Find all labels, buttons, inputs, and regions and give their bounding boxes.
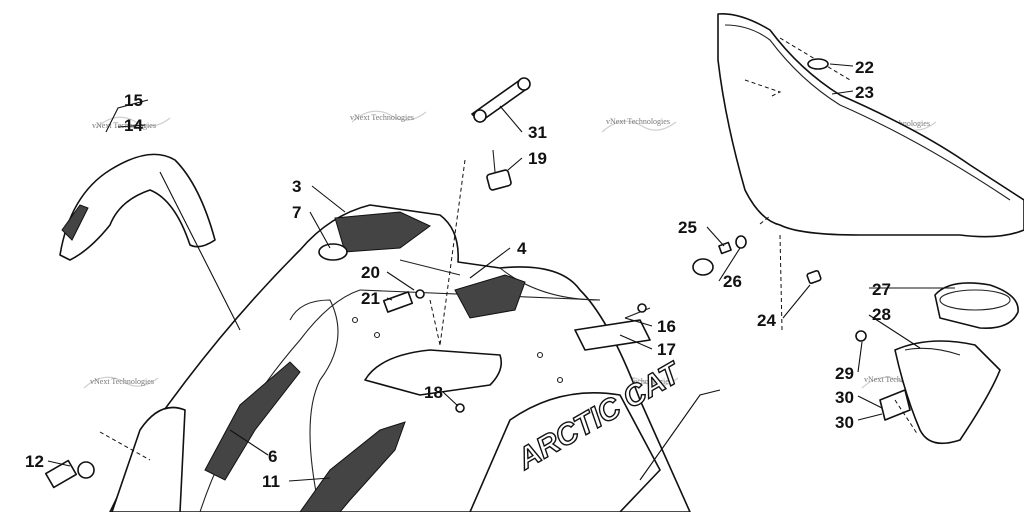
hood-decal-panel xyxy=(469,392,661,512)
callout-31: 31 xyxy=(528,123,547,142)
callout-19: 17 xyxy=(657,340,676,359)
part-24-25-hardware xyxy=(692,235,747,276)
watermark: vNext Technologies xyxy=(92,116,171,130)
callout-28: 29 xyxy=(835,364,854,383)
part-19-trim xyxy=(574,319,651,351)
part-15-bracket xyxy=(382,291,414,313)
callout-26: 27 xyxy=(872,280,891,299)
hood-assembly: ARCTIC CAT xyxy=(109,204,691,512)
lower-center-grille xyxy=(299,421,406,512)
callout-11: 11 xyxy=(262,472,280,491)
watermark: vNext Technologies xyxy=(601,117,677,133)
side-vent-grille xyxy=(454,274,526,319)
part-27-gauge-housing xyxy=(894,340,1001,445)
part-21-grommet xyxy=(807,58,829,70)
part-28-screw xyxy=(855,330,867,342)
callouts: 15 14 3 7 4 20 21 31 19 18 6 11 12 16 17… xyxy=(25,58,891,491)
watermark-text: vNext Technologies xyxy=(350,113,414,122)
hood-window-panel xyxy=(364,349,503,396)
callout-14: 20 xyxy=(361,263,380,282)
part-29-30-bracket xyxy=(879,389,911,421)
lower-left-grille xyxy=(204,361,301,481)
left-side-panel xyxy=(111,406,186,512)
part-12-clip xyxy=(44,459,95,489)
part-7-grommet xyxy=(318,243,348,261)
callout-22: 23 xyxy=(855,83,874,102)
callout-27: 28 xyxy=(872,305,891,324)
callout-18: 16 xyxy=(657,317,676,336)
callout-7: 7 xyxy=(292,203,301,222)
callout-17: 15 xyxy=(124,91,143,110)
callout-20: 18 xyxy=(424,383,443,402)
callout-15: 21 xyxy=(361,289,380,308)
part-26-gauge xyxy=(934,282,1019,329)
leader-lines xyxy=(47,63,955,482)
callout-25: 26 xyxy=(723,272,742,291)
part-22-windshield xyxy=(717,13,1024,238)
part-31-bracket xyxy=(471,77,531,123)
callout-3: 3 xyxy=(292,177,301,196)
gauge-assembly xyxy=(855,282,1019,445)
callout-12: 12 xyxy=(25,452,44,471)
callout-13: 19 xyxy=(528,149,547,168)
callout-30: 30 xyxy=(835,413,854,432)
callout-6: 6 xyxy=(268,447,277,466)
watermark: vNext Technologies xyxy=(350,110,427,123)
part-18-screw xyxy=(624,303,651,319)
part-23-well-nut xyxy=(806,270,822,284)
watermark-text: vNext Technologies xyxy=(606,117,670,126)
callout-16: 14 xyxy=(124,116,143,135)
callout-23: 24 xyxy=(757,311,776,330)
part-14-rivet xyxy=(415,289,425,299)
callout-4: 4 xyxy=(517,239,527,258)
part-13-switch xyxy=(486,149,512,191)
part-16-side-handle xyxy=(59,153,216,261)
callout-21: 22 xyxy=(855,58,874,77)
watermark-text: vNext Technologies xyxy=(90,377,154,386)
watermark-text: vNext Technologies xyxy=(608,377,672,386)
watermark-text: vNext Technologies xyxy=(864,375,928,384)
callout-29: 30 xyxy=(835,388,854,407)
watermark-text: vNext Technologies xyxy=(92,121,156,130)
callout-24: 25 xyxy=(678,218,697,237)
watermark: vNext Technologies xyxy=(83,376,159,389)
